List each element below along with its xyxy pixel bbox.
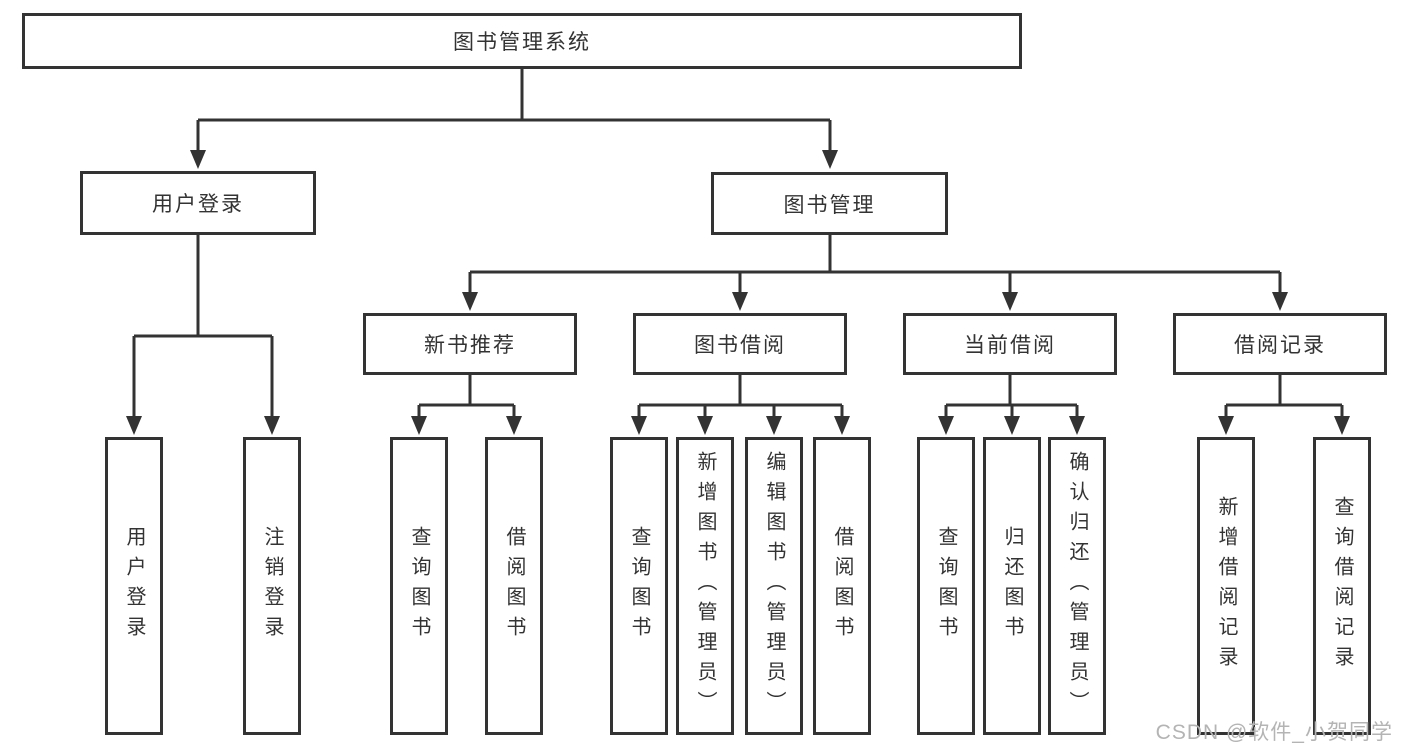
node-label: 查询图书 [628,526,650,646]
edges-new-book-recommendation [411,375,522,435]
node-label: 归还图书 [1001,526,1023,646]
node-label: 新增图书（管理员） [694,451,716,721]
node-library-management-system: 图书管理系统 [22,13,1022,69]
leaf-edit-book-admin: 编辑图书（管理员） [745,437,803,735]
node-label: 借阅记录 [1234,334,1326,357]
leaf-logout-login: 注销登录 [243,437,301,735]
node-label: 用户登录 [123,526,145,646]
node-book-management-branch: 图书管理 [711,172,948,235]
leaf-borrow-books-borrowing: 借阅图书 [813,437,871,735]
edges-book-management [462,235,1288,311]
node-new-book-recommendation: 新书推荐 [363,313,577,375]
leaf-query-borrow-record: 查询借阅记录 [1313,437,1371,735]
node-borrowing-records: 借阅记录 [1173,313,1387,375]
node-label: 查询图书 [408,526,430,646]
edges-root [190,69,838,169]
leaf-confirm-return-admin: 确认归还（管理员） [1048,437,1106,735]
node-user-login-branch: 用户登录 [80,171,316,235]
node-book-borrowing: 图书借阅 [633,313,847,375]
node-current-borrowing: 当前借阅 [903,313,1117,375]
node-label: 确认归还（管理员） [1066,451,1088,721]
node-label: 用户登录 [152,193,244,216]
node-label: 编辑图书（管理员） [763,451,785,721]
node-label: 新增借阅记录 [1215,496,1237,676]
leaf-return-books: 归还图书 [983,437,1041,735]
leaf-add-borrow-record: 新增借阅记录 [1197,437,1255,735]
node-label: 借阅图书 [831,526,853,646]
node-label: 注销登录 [261,526,283,646]
leaf-query-books-borrowing: 查询图书 [610,437,668,735]
leaf-query-books-newbook: 查询图书 [390,437,448,735]
leaf-user-login: 用户登录 [105,437,163,735]
node-label: 查询借阅记录 [1331,496,1353,676]
node-label: 借阅图书 [503,526,525,646]
csdn-watermark: CSDN @软件_小贺同学 [1155,721,1393,744]
node-label: 新书推荐 [424,334,516,357]
edges-book-borrowing [631,375,850,435]
leaf-add-book-admin: 新增图书（管理员） [676,437,734,735]
edges-current-borrowing [938,375,1085,435]
node-label: 图书管理 [783,193,876,217]
node-label: 图书借阅 [694,334,786,357]
node-label: 图书管理系统 [453,31,591,54]
node-label: 查询图书 [935,526,957,646]
edges-user-login [126,235,280,435]
edges-borrowing-records [1218,375,1350,435]
leaf-borrow-books-newbook: 借阅图书 [485,437,543,735]
node-label: 当前借阅 [964,334,1056,357]
leaf-query-books-current: 查询图书 [917,437,975,735]
